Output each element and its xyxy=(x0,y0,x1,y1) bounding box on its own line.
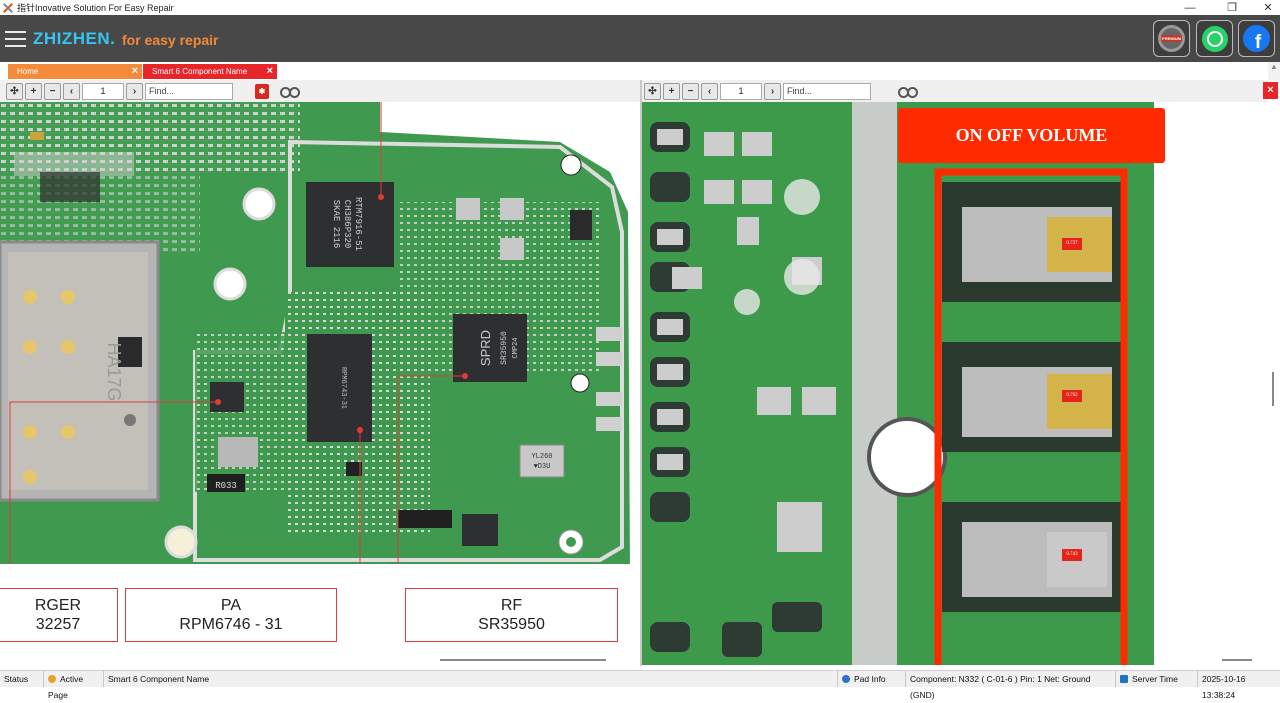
fit-icon[interactable]: ✣ xyxy=(6,82,23,100)
tab-home-close-icon[interactable]: × xyxy=(131,65,138,77)
label-pa-part: RPM6746 - 31 xyxy=(179,616,283,633)
tab-smart6-close-icon[interactable]: × xyxy=(266,65,273,77)
scroll-up-button[interactable]: ▲ xyxy=(1268,62,1280,80)
zoom-out-icon[interactable]: − xyxy=(44,82,61,100)
pad-info-label: Pad Info xyxy=(838,671,906,687)
label-pa[interactable]: PA RPM6746 - 31 xyxy=(125,588,337,642)
tab-smart6[interactable]: Smart 6 Component Name × xyxy=(143,64,277,79)
active-page-icon xyxy=(48,675,56,683)
fit-icon[interactable]: ✣ xyxy=(644,82,661,100)
facebook-button[interactable]: f xyxy=(1238,20,1275,57)
label-charger-part: 32257 xyxy=(35,616,81,633)
whatsapp-icon xyxy=(1201,25,1228,52)
voltage-tag: 0.743 xyxy=(1062,549,1082,561)
pdf-icon[interactable]: ✱ xyxy=(255,83,269,99)
window-close-button[interactable]: ✕ xyxy=(1263,2,1273,14)
voltage-tag: 0.762 xyxy=(1062,390,1082,402)
find-input[interactable]: Find... xyxy=(145,82,233,100)
find-input[interactable]: Find... xyxy=(783,82,871,100)
pane-splitter[interactable] xyxy=(640,80,642,666)
chip-text-transceiver: RTM7916-51 xyxy=(353,197,363,251)
label-charger[interactable]: RGER 32257 xyxy=(0,588,118,642)
active-page-value: Smart 6 Component Name xyxy=(104,671,838,687)
svg-text:CH386P320: CH386P320 xyxy=(342,200,352,249)
svg-text:R033: R033 xyxy=(215,481,237,491)
server-time-icon xyxy=(1120,675,1128,683)
label-rf[interactable]: RF SR35950 xyxy=(405,588,618,642)
left-board-view[interactable]: RTM7916-51 CH386P320 SKAE 2116 SPRD SR35… xyxy=(0,102,640,665)
brand-name: ZHIZHEN. xyxy=(33,29,116,48)
close-icon[interactable]: × xyxy=(1263,82,1278,99)
zoom-in-icon[interactable]: + xyxy=(663,82,680,100)
page-number-input[interactable]: 1 xyxy=(720,82,762,100)
prev-icon[interactable]: ‹ xyxy=(701,82,718,100)
left-pcb-image: RTM7916-51 CH386P320 SKAE 2116 SPRD SR35… xyxy=(0,102,640,665)
maximize-button[interactable]: ❐ xyxy=(1227,2,1237,14)
right-toolbar: ✣ + − ‹ 1 › Find... xyxy=(642,80,1268,102)
zoom-out-icon[interactable]: − xyxy=(682,82,699,100)
svg-text:SKAE 2116: SKAE 2116 xyxy=(331,200,341,249)
svg-text:SR35950: SR35950 xyxy=(500,331,509,365)
info-icon xyxy=(842,675,850,683)
chip-text-sprd: SPRD xyxy=(478,330,493,366)
minimize-button[interactable]: — xyxy=(1184,1,1196,14)
label-rf-title: RF xyxy=(500,597,523,614)
premium-button[interactable]: PREMIUM xyxy=(1153,20,1190,57)
premium-icon: PREMIUM xyxy=(1158,25,1185,52)
label-pa-title: PA xyxy=(220,597,242,614)
active-page-label: Active Page xyxy=(44,671,104,700)
page-number-input[interactable]: 1 xyxy=(82,82,124,100)
title-bar: 指针Inovative Solution For Easy Repair — ❐… xyxy=(0,0,1280,15)
chip-text-pa: RPM6743-31 xyxy=(339,367,347,409)
next-icon[interactable]: › xyxy=(126,82,143,100)
right-board-view[interactable]: ON OFF VOLUME 0.727 0.762 0.743 xyxy=(642,102,1268,665)
pad-info-value: Component: N332 ( C-01-6 ) Pin: 1 Net: G… xyxy=(906,671,1116,700)
vscrollbar-thumb[interactable] xyxy=(1272,372,1274,406)
app-logo-icon xyxy=(2,2,14,14)
next-icon[interactable]: › xyxy=(764,82,781,100)
label-charger-title: RGER xyxy=(34,597,82,614)
window-title: 指针Inovative Solution For Easy Repair xyxy=(17,3,174,13)
server-time-label: Server Time xyxy=(1116,671,1198,687)
left-toolbar: ✣ + − ‹ 1 › Find... ✱ xyxy=(0,80,640,102)
prev-icon[interactable]: ‹ xyxy=(63,82,80,100)
right-pcb-image xyxy=(642,102,1268,665)
status-bar: Status Active Page Smart 6 Component Nam… xyxy=(0,670,1280,700)
tab-home-label: Home xyxy=(17,67,39,76)
voltage-tag: 0.727 xyxy=(1062,238,1082,250)
menu-icon[interactable] xyxy=(5,31,26,47)
brand-tagline: for easy repair xyxy=(122,32,219,48)
tab-smart6-label: Smart 6 Component Name xyxy=(152,67,248,76)
svg-text:▼D3U: ▼D3U xyxy=(534,463,551,471)
status-label: Status xyxy=(0,671,44,687)
svg-text:YL260: YL260 xyxy=(531,453,552,461)
binoculars-icon[interactable] xyxy=(897,84,918,98)
on-off-volume-banner: ON OFF VOLUME xyxy=(898,108,1165,163)
whatsapp-button[interactable] xyxy=(1196,20,1233,57)
right-hscrollbar[interactable] xyxy=(1222,659,1252,661)
label-rf-part: SR35950 xyxy=(478,616,545,633)
left-hscrollbar[interactable] xyxy=(440,659,606,661)
binoculars-icon[interactable] xyxy=(279,84,300,98)
svg-text:CMP24: CMP24 xyxy=(512,337,520,358)
app-header: ZHIZHEN. for easy repair PREMIUM f xyxy=(0,15,1280,62)
premium-badge: PREMIUM xyxy=(1161,35,1182,42)
server-time-value: 2025-10-16 13:38:24 xyxy=(1202,674,1246,700)
tab-bar: Home × Smart 6 Component Name × xyxy=(0,62,1268,80)
zoom-in-icon[interactable]: + xyxy=(25,82,42,100)
facebook-icon: f xyxy=(1243,25,1270,52)
tab-home[interactable]: Home × xyxy=(8,64,142,79)
chip-text-holder: HA17G xyxy=(104,342,124,401)
